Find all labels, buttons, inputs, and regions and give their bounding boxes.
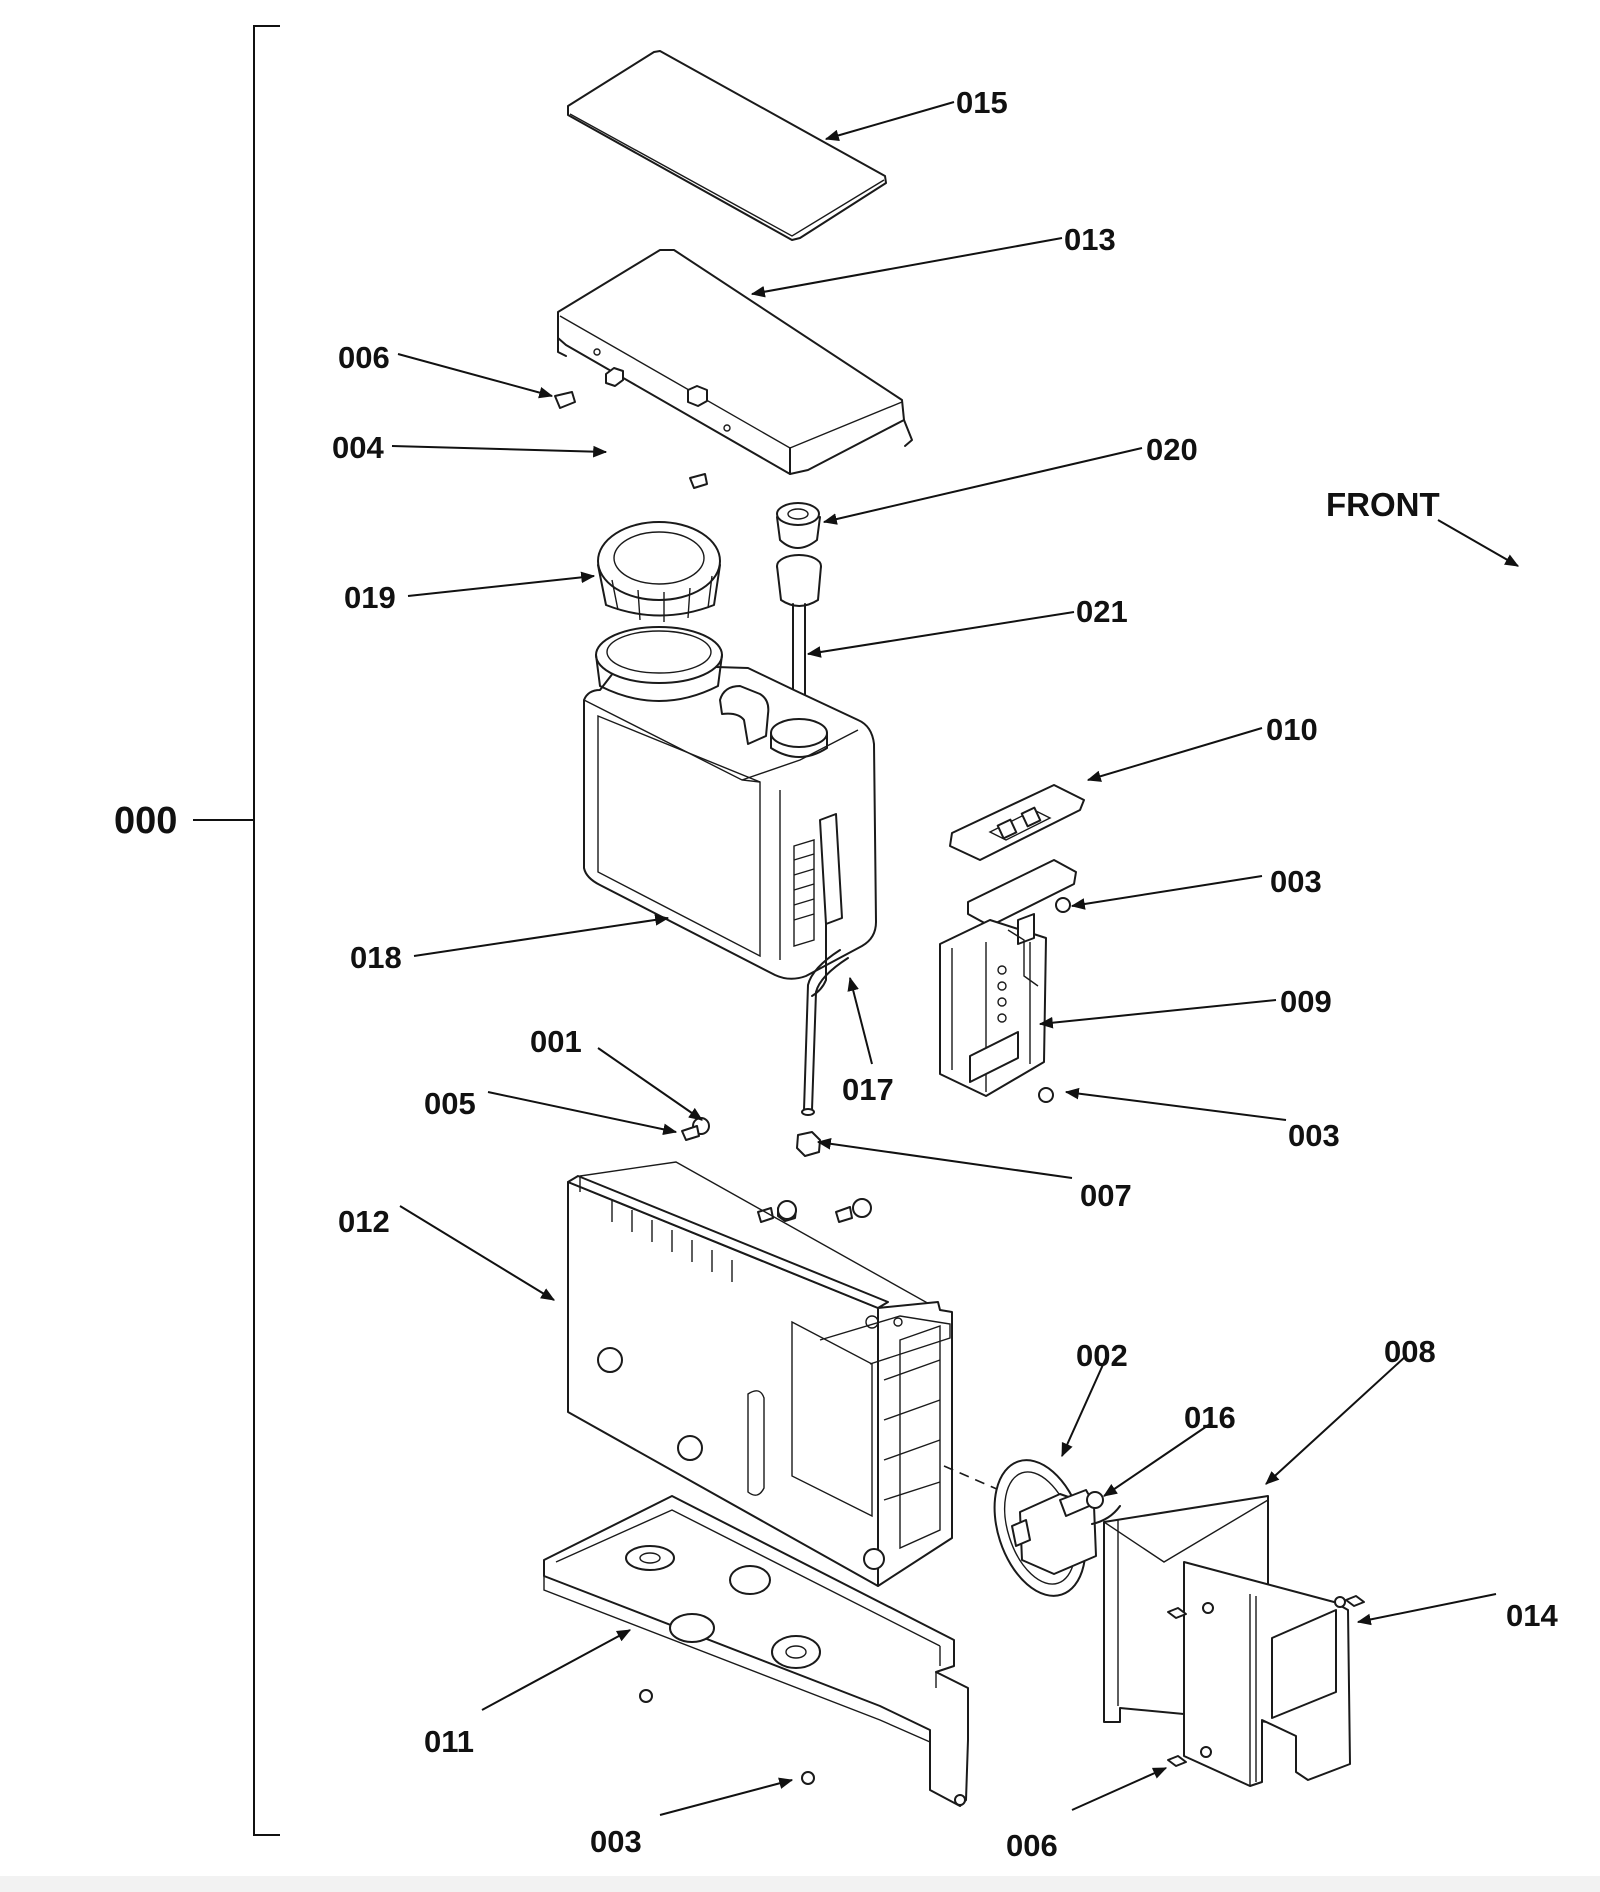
callout-014: 014 xyxy=(1506,1598,1558,1633)
callout-003: 003 xyxy=(1270,864,1322,899)
front-arrow xyxy=(1437,519,1520,567)
callout-001: 001 xyxy=(530,1024,582,1059)
callout-003: 003 xyxy=(1288,1118,1340,1153)
assembly-bracket xyxy=(193,25,280,1836)
callout-005: 005 xyxy=(424,1086,476,1121)
part-010-switch-plate xyxy=(949,784,1085,861)
callout-011: 011 xyxy=(424,1724,474,1759)
part-013-top-cover xyxy=(557,249,913,475)
callout-018: 018 xyxy=(350,940,402,975)
part-017-drain-tube xyxy=(801,949,849,1116)
callout-labels: 000 015 013 006 004 020 019 021 010 003 … xyxy=(114,85,1558,1863)
callout-007: 007 xyxy=(1080,1178,1132,1213)
assembly-label: 000 xyxy=(114,800,177,842)
callout-010: 010 xyxy=(1266,712,1318,747)
part-002-float-valve xyxy=(943,1459,1121,1597)
callout-006: 006 xyxy=(1006,1828,1058,1863)
callout-004: 004 xyxy=(332,430,384,465)
part-018-water-tank xyxy=(583,626,877,997)
callout-015: 015 xyxy=(956,85,1008,120)
part-014-side-panel xyxy=(1167,1561,1365,1787)
callout-019: 019 xyxy=(344,580,396,615)
front-label: FRONT xyxy=(1326,486,1440,523)
callout-017: 017 xyxy=(842,1072,894,1107)
bottom-strip xyxy=(0,1876,1600,1892)
part-009-switch-bracket xyxy=(939,859,1077,1097)
leader-lines xyxy=(391,101,1497,1816)
callout-020: 020 xyxy=(1146,432,1198,467)
callout-006: 006 xyxy=(338,340,390,375)
part-011-base-tray xyxy=(543,1495,969,1807)
callout-002: 002 xyxy=(1076,1338,1128,1373)
callout-012: 012 xyxy=(338,1204,390,1239)
part-019-tank-cap xyxy=(597,521,721,622)
hardware-screws-nuts xyxy=(554,367,1071,1785)
callout-008: 008 xyxy=(1384,1334,1436,1369)
callout-021: 021 xyxy=(1076,594,1128,629)
part-016-switch xyxy=(1086,1491,1104,1509)
callout-009: 009 xyxy=(1280,984,1332,1019)
callout-016: 016 xyxy=(1184,1400,1236,1435)
part-020-float-cap xyxy=(776,502,821,549)
callout-013: 013 xyxy=(1064,222,1116,257)
front-direction-indicator: FRONT xyxy=(1326,486,1520,567)
callout-003: 003 xyxy=(590,1824,642,1859)
part-012-main-chassis xyxy=(567,1161,953,1587)
part-015-lid-pad xyxy=(567,50,887,241)
